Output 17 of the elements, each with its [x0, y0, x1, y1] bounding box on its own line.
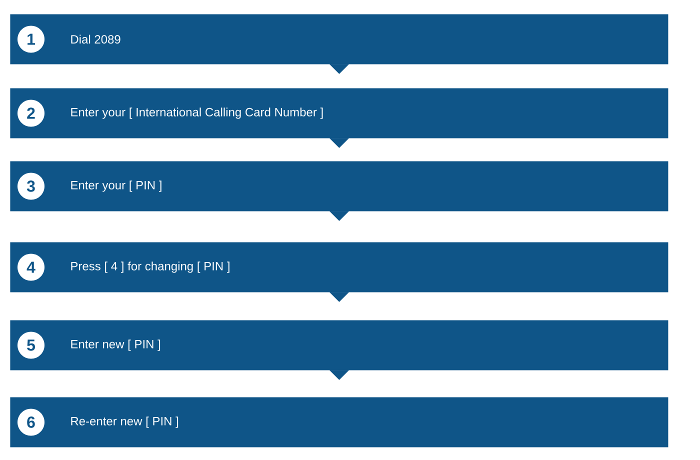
step-number: 5 — [18, 332, 44, 359]
step-text: Re-enter new [ PIN ] — [71, 416, 178, 428]
step-number: 2 — [18, 100, 44, 127]
step-number: 3 — [18, 172, 44, 200]
arrow — [329, 138, 349, 148]
step-number: 4 — [18, 254, 44, 281]
arrow — [329, 370, 349, 380]
step-text: Enter new [ PIN ] — [71, 340, 160, 351]
step-text: Press [ 4 ] for changing [ PIN ] — [71, 262, 230, 273]
step-number: 1 — [18, 26, 44, 53]
step-text: Enter your [ International Calling Card Number ] — [71, 108, 323, 119]
step-number: 6 — [18, 408, 44, 436]
arrow — [329, 64, 349, 74]
step-text: Enter your [ PIN ] — [71, 180, 162, 192]
arrow — [329, 210, 349, 221]
step-text: Dial 2089 — [71, 34, 120, 44]
arrow — [329, 292, 349, 302]
